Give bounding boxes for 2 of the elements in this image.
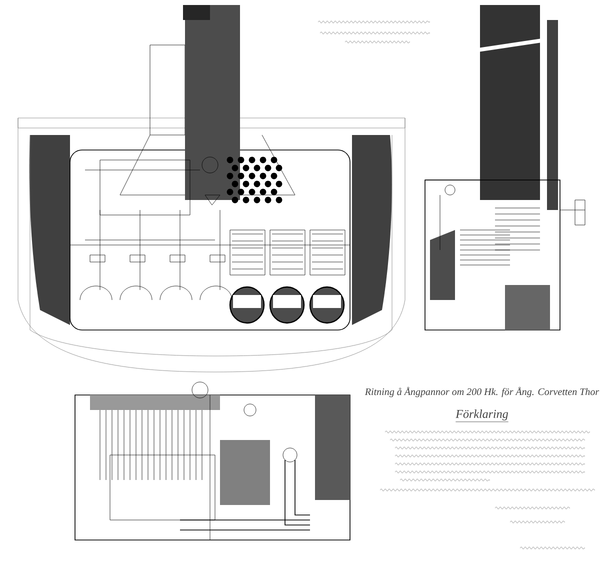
drawing-title: Ritning å Ångpannor om 200 Hk. för Ång. Corvetten Thor (364, 386, 600, 398)
heading: Förklaring (455, 410, 509, 422)
